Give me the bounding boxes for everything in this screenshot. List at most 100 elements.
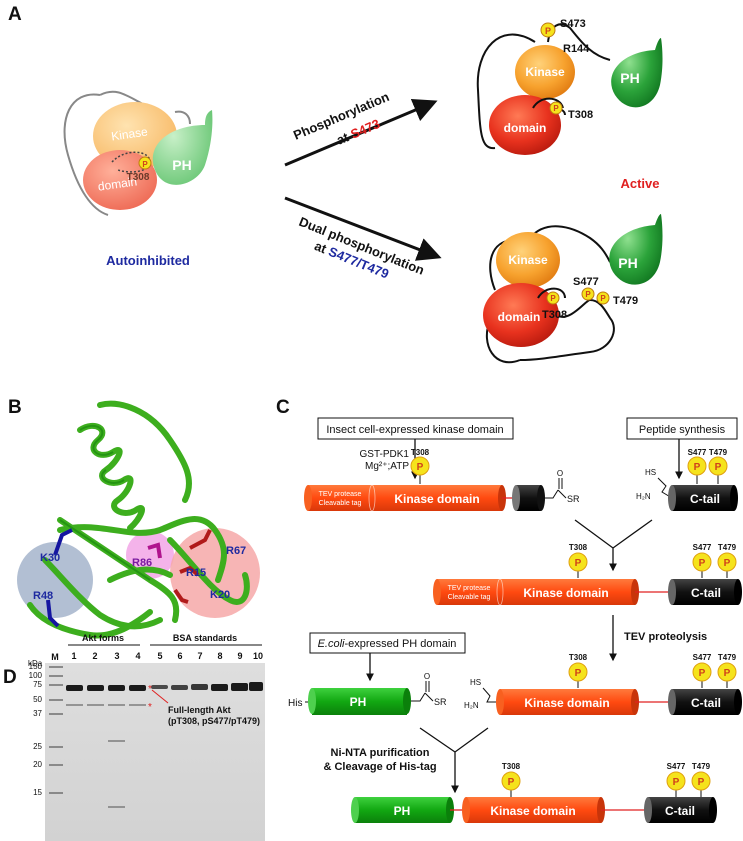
ph-label: PH [620, 70, 639, 86]
nta-line1: Ni-NTA purification [331, 747, 430, 759]
sds-page-gel: kDa M Akt forms BSA standards 1 2 3 4 5 … [28, 633, 265, 841]
p-label: P [698, 777, 705, 788]
s477-label: S477 [688, 448, 707, 457]
t479-label: T479 [718, 653, 737, 662]
t308-label: T308 [542, 309, 567, 321]
phospho-t308 [501, 771, 521, 791]
mg-atp: Mg²⁺;ATP [365, 461, 409, 472]
lane-9: 9 [237, 651, 242, 661]
t308-label: T308 [569, 653, 588, 662]
p-label: P [142, 160, 148, 169]
hs-label: HS [470, 678, 481, 687]
active-label: Active [620, 176, 659, 191]
group-bsa-standards: BSA standards [173, 633, 237, 643]
h2n-label: H₂N [636, 492, 651, 501]
ctail-label: C-tail [691, 696, 721, 710]
tev-kinase-cylinder [308, 485, 502, 511]
p-label: P [724, 668, 731, 679]
ctail-cylinder [648, 797, 713, 823]
kinase-label: Kinase [508, 253, 548, 267]
ph-label: PH [394, 804, 411, 818]
t308-label: T308 [569, 543, 588, 552]
p-label: P [724, 558, 731, 569]
t479-label: T479 [613, 295, 638, 307]
kinase-label: Kinase [525, 65, 565, 79]
hs-label: HS [645, 468, 656, 477]
t308-label: T308 [568, 109, 593, 121]
phospho-t479 [708, 456, 728, 476]
lane-4: 4 [135, 651, 140, 661]
lane-10: 10 [253, 651, 263, 661]
phospho-s477 [687, 456, 707, 476]
p-label: P [545, 26, 551, 36]
p-label: P [694, 462, 701, 473]
phospho-t308 [568, 662, 588, 682]
p-label: P [699, 558, 706, 569]
insect-box-text: Insect cell-expressed kinase domain [326, 424, 503, 436]
kinase-domain-label: Kinase domain [523, 586, 608, 600]
ph-domain-structure: K30 R48 R86 R15 R67 K20 [17, 400, 260, 639]
dual-phosphorylation-arrow: Dual phosphorylation at S477/T479 [284, 196, 442, 282]
kinase-cylinder [466, 797, 601, 823]
mw-75: 75 [33, 680, 42, 689]
p-label: P [715, 462, 722, 473]
tev-kinase-cylinder [437, 579, 635, 605]
kinase-domain-label: Kinase domain [524, 696, 609, 710]
phospho-t308 [410, 456, 430, 476]
residue-k30: K30 [40, 552, 60, 564]
p-label: P [585, 290, 591, 299]
domain-lobe [83, 150, 157, 210]
domain-lobe [489, 95, 561, 155]
autoinhibited-label: Autoinhibited [106, 253, 190, 268]
mw-37: 37 [33, 709, 42, 718]
kinase-lobe [496, 232, 560, 288]
gst-pdk1: GST-PDK1 [360, 449, 410, 460]
phosphorylation-arrow: Phosphorylation at S473 [284, 89, 438, 167]
ph-domain [611, 38, 663, 108]
ctail-cylinder [672, 689, 738, 715]
full-length-akt-line2: (pT308, pS477/pT479) [168, 716, 260, 726]
panel-c-label: C [276, 397, 290, 418]
mw-15: 15 [33, 788, 42, 797]
phospho-t479 [596, 291, 610, 305]
kda-label: kDa [28, 659, 43, 668]
domain-label: domain [498, 310, 541, 324]
ecoli-box: E.coli-expressed PH domain [309, 632, 466, 654]
sr-label: SR [567, 494, 580, 504]
lane-2: 2 [92, 651, 97, 661]
lane-6: 6 [177, 651, 182, 661]
mw-100: 100 [29, 671, 43, 680]
s473-label: S473 [560, 18, 586, 30]
r144-label: R144 [563, 43, 590, 55]
t308-label: T308 [502, 762, 521, 771]
basic-patch-blue [17, 542, 93, 618]
basic-patch-pink [126, 531, 174, 579]
group-akt-forms: Akt forms [82, 633, 124, 643]
peptide-box: Peptide synthesis [626, 417, 738, 440]
s477-label: S477 [573, 276, 599, 288]
full-length-akt-line1: Full-length Akt [168, 705, 231, 715]
phospho-t308 [568, 552, 588, 572]
o-label: O [424, 672, 430, 681]
basic-patch-red [170, 528, 260, 618]
ph-cylinder [312, 688, 407, 715]
residue-r67: R67 [226, 545, 246, 557]
ctail-label: C-tail [691, 586, 721, 600]
lane-1: 1 [71, 651, 76, 661]
construct-row3-ph: His PH O SR [288, 672, 447, 715]
lane-7: 7 [197, 651, 202, 661]
lane-5: 5 [157, 651, 162, 661]
construct-row1-ctail: HS H₂N P P S477 T479 C-tail [636, 448, 738, 511]
phospho-site [138, 156, 152, 170]
p-label: P [699, 668, 706, 679]
panel-d-label: D [3, 667, 17, 688]
mw-markers: 150 100 75 50 37 25 20 15 [29, 662, 43, 797]
ctail-label: C-tail [690, 492, 720, 506]
s477-label: S477 [693, 653, 712, 662]
residue-k20: K20 [210, 589, 230, 601]
ph-domain [609, 214, 663, 285]
phospho-s477 [692, 552, 712, 572]
t479-label: T479 [709, 448, 728, 457]
phospho-s477 [666, 771, 686, 791]
kinase-cylinder [500, 689, 635, 715]
